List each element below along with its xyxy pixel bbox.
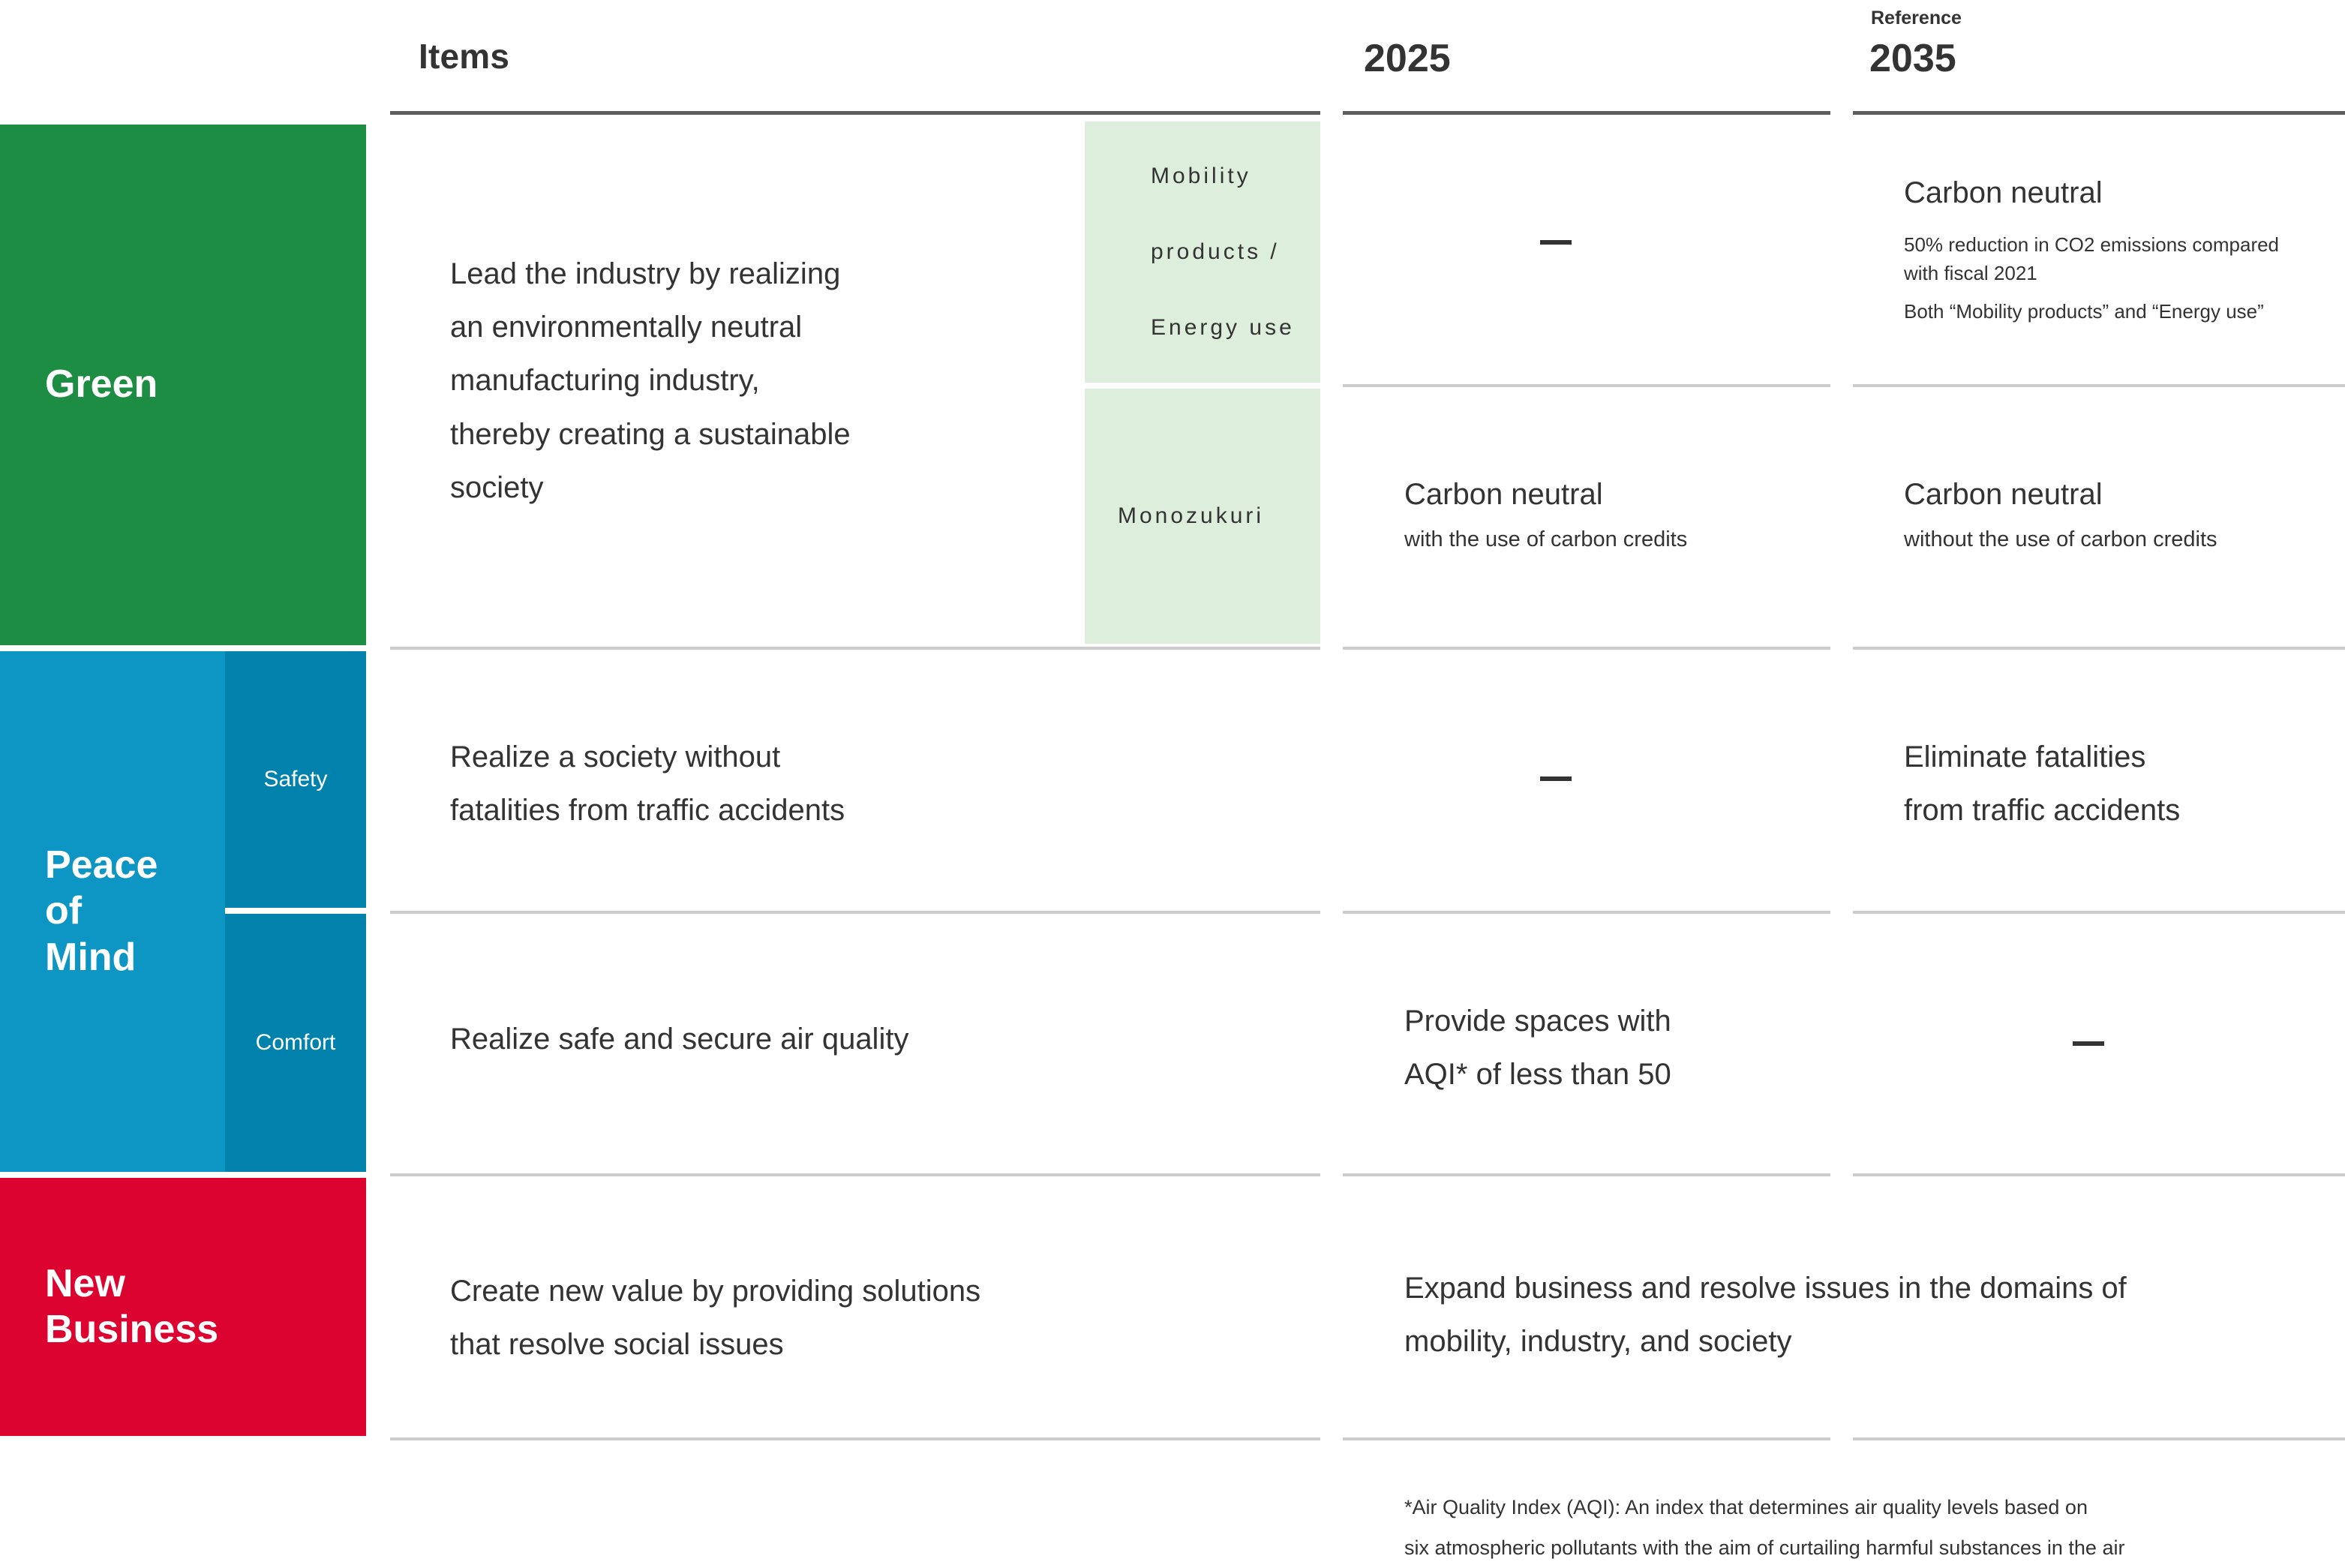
category-block-peace-of-mind[interactable]: Peace of Mind (0, 651, 225, 1172)
value-new-business-line2: mobility, industry, and society (1404, 1325, 1792, 1359)
row-divider-safety-items (390, 911, 1320, 914)
value-note-mobility-2035: 50% reduction in CO2 emissions compared … (1904, 231, 2324, 326)
value-note-mobility-2035-line1: 50% reduction in CO2 emissions compared (1904, 233, 2280, 256)
row-divider-green-2025 (1343, 647, 1830, 650)
item-text-safety: Realize a society without fatalities fro… (450, 731, 1020, 837)
footnote-aqi-line2: six atmospheric pollutants with the aim … (1404, 1536, 2125, 1559)
footnote-aqi: *Air Quality Index (AQI): An index that … (1404, 1487, 2334, 1568)
footnote-aqi-line1: *Air Quality Index (AQI): An index that … (1404, 1496, 2088, 1518)
value-new-business: Expand business and resolve issues in th… (1404, 1262, 2342, 1368)
row-divider-mobility-2035 (1853, 384, 2345, 387)
subcategory-label-safety: Safety (263, 767, 328, 792)
value-note-monozukuri-2025: with the use of carbon credits (1404, 527, 1688, 551)
value-comfort-2025-line1: Provide spaces with (1404, 1005, 1671, 1038)
chip-label-monozukuri: Monozukuri (1118, 503, 1265, 528)
category-label-peace-of-mind-line2: of (45, 889, 83, 933)
category-label-peace-of-mind-line3: Mind (45, 935, 137, 979)
row-divider-bottom-items (390, 1437, 1320, 1440)
value-note-mobility-2035-line3: Both “Mobility products” and “Energy use… (1904, 300, 2264, 323)
item-text-green: Lead the industry by realizing an enviro… (450, 248, 1020, 515)
chip-label-mobility-line2: products / (1151, 239, 1280, 264)
row-divider-mobility-2025 (1343, 384, 1830, 387)
category-label-new-business-line2: Business (45, 1308, 219, 1351)
column-header-reference-label: Reference (1871, 8, 1962, 29)
value-safety-2035-line2: from traffic accidents (1904, 794, 2181, 828)
subcategory-label-comfort: Comfort (255, 1030, 336, 1055)
row-divider-comfort-2025 (1343, 1173, 1830, 1176)
value-safety-2035: Eliminate fatalities from traffic accide… (1904, 731, 2345, 837)
column-header-2035: 2035 (1869, 37, 1956, 80)
row-divider-safety-2025 (1343, 911, 1830, 914)
category-block-new-business[interactable]: New Business (0, 1178, 366, 1436)
value-comfort-2025-line2: AQI* of less than 50 (1404, 1058, 1671, 1092)
row-divider-bottom-2035 (1853, 1437, 2345, 1440)
value-title-monozukuri-2025: Carbon neutral (1404, 478, 1603, 511)
value-note-monozukuri-2035: without the use of carbon credits (1904, 527, 2217, 551)
item-text-green-line4: thereby creating a sustainable (450, 417, 851, 451)
item-text-comfort: Realize safe and secure air quality (450, 1013, 1125, 1066)
value-new-business-line1: Expand business and resolve issues in th… (1404, 1272, 2127, 1305)
row-divider-green-items (390, 647, 1320, 650)
item-text-new-business-line2: that resolve social issues (450, 1328, 784, 1362)
value-dash-comfort-2035 (2073, 1041, 2104, 1046)
chip-mobility-products-energy-use[interactable]: Mobility products / Energy use (1085, 122, 1320, 383)
column-header-2025: 2025 (1364, 37, 1451, 80)
category-label-new-business: New Business (0, 1261, 218, 1353)
row-divider-green-2035 (1853, 647, 2345, 650)
subcategory-block-comfort[interactable]: Comfort (225, 914, 366, 1172)
chip-label-mobility-line1: Mobility (1151, 164, 1251, 189)
category-label-new-business-line1: New (45, 1261, 125, 1305)
item-text-green-line3: manufacturing industry, (450, 364, 760, 398)
column-header-items: Items (419, 37, 510, 76)
value-dash-mobility-2025 (1540, 240, 1572, 245)
item-text-green-line2: an environmentally neutral (450, 311, 803, 344)
value-title-monozukuri-2035: Carbon neutral (1904, 478, 2103, 511)
value-note-mobility-2035-line2: with fiscal 2021 (1904, 261, 2037, 284)
subcategory-block-safety[interactable]: Safety (225, 651, 366, 908)
item-text-safety-line1: Realize a society without (450, 740, 781, 773)
item-text-new-business-line1: Create new value by providing solutions (450, 1275, 981, 1308)
category-label-peace-of-mind-line1: Peace (45, 843, 158, 887)
chip-monozukuri[interactable]: Monozukuri (1085, 389, 1320, 644)
value-title-mobility-2035: Carbon neutral (1904, 176, 2103, 209)
item-text-comfort-line1: Realize safe and secure air quality (450, 1023, 909, 1056)
category-label-peace-of-mind: Peace of Mind (0, 843, 158, 981)
category-block-green[interactable]: Green (0, 125, 366, 645)
item-text-safety-line2: fatalities from traffic accidents (450, 794, 845, 828)
item-text-green-line1: Lead the industry by realizing (450, 257, 841, 290)
header-rule-2035 (1853, 111, 2345, 115)
header-rule-items (390, 111, 1320, 115)
chip-label-mobility-line3: Energy use (1151, 314, 1295, 340)
chip-label-mobility: Mobility products / Energy use (1085, 158, 1295, 347)
row-divider-comfort-items (390, 1173, 1320, 1176)
item-text-new-business: Create new value by providing solutions … (450, 1265, 1125, 1371)
row-divider-comfort-2035 (1853, 1173, 2345, 1176)
item-text-green-line5: society (450, 470, 544, 504)
header-rule-2025 (1343, 111, 1830, 115)
value-dash-safety-2025 (1540, 776, 1572, 781)
row-divider-safety-2035 (1853, 911, 2345, 914)
value-comfort-2025: Provide spaces with AQI* of less than 50 (1404, 995, 1869, 1101)
value-safety-2035-line1: Eliminate fatalities (1904, 740, 2146, 773)
row-divider-bottom-2025 (1343, 1437, 1830, 1440)
category-label-green: Green (45, 362, 158, 407)
